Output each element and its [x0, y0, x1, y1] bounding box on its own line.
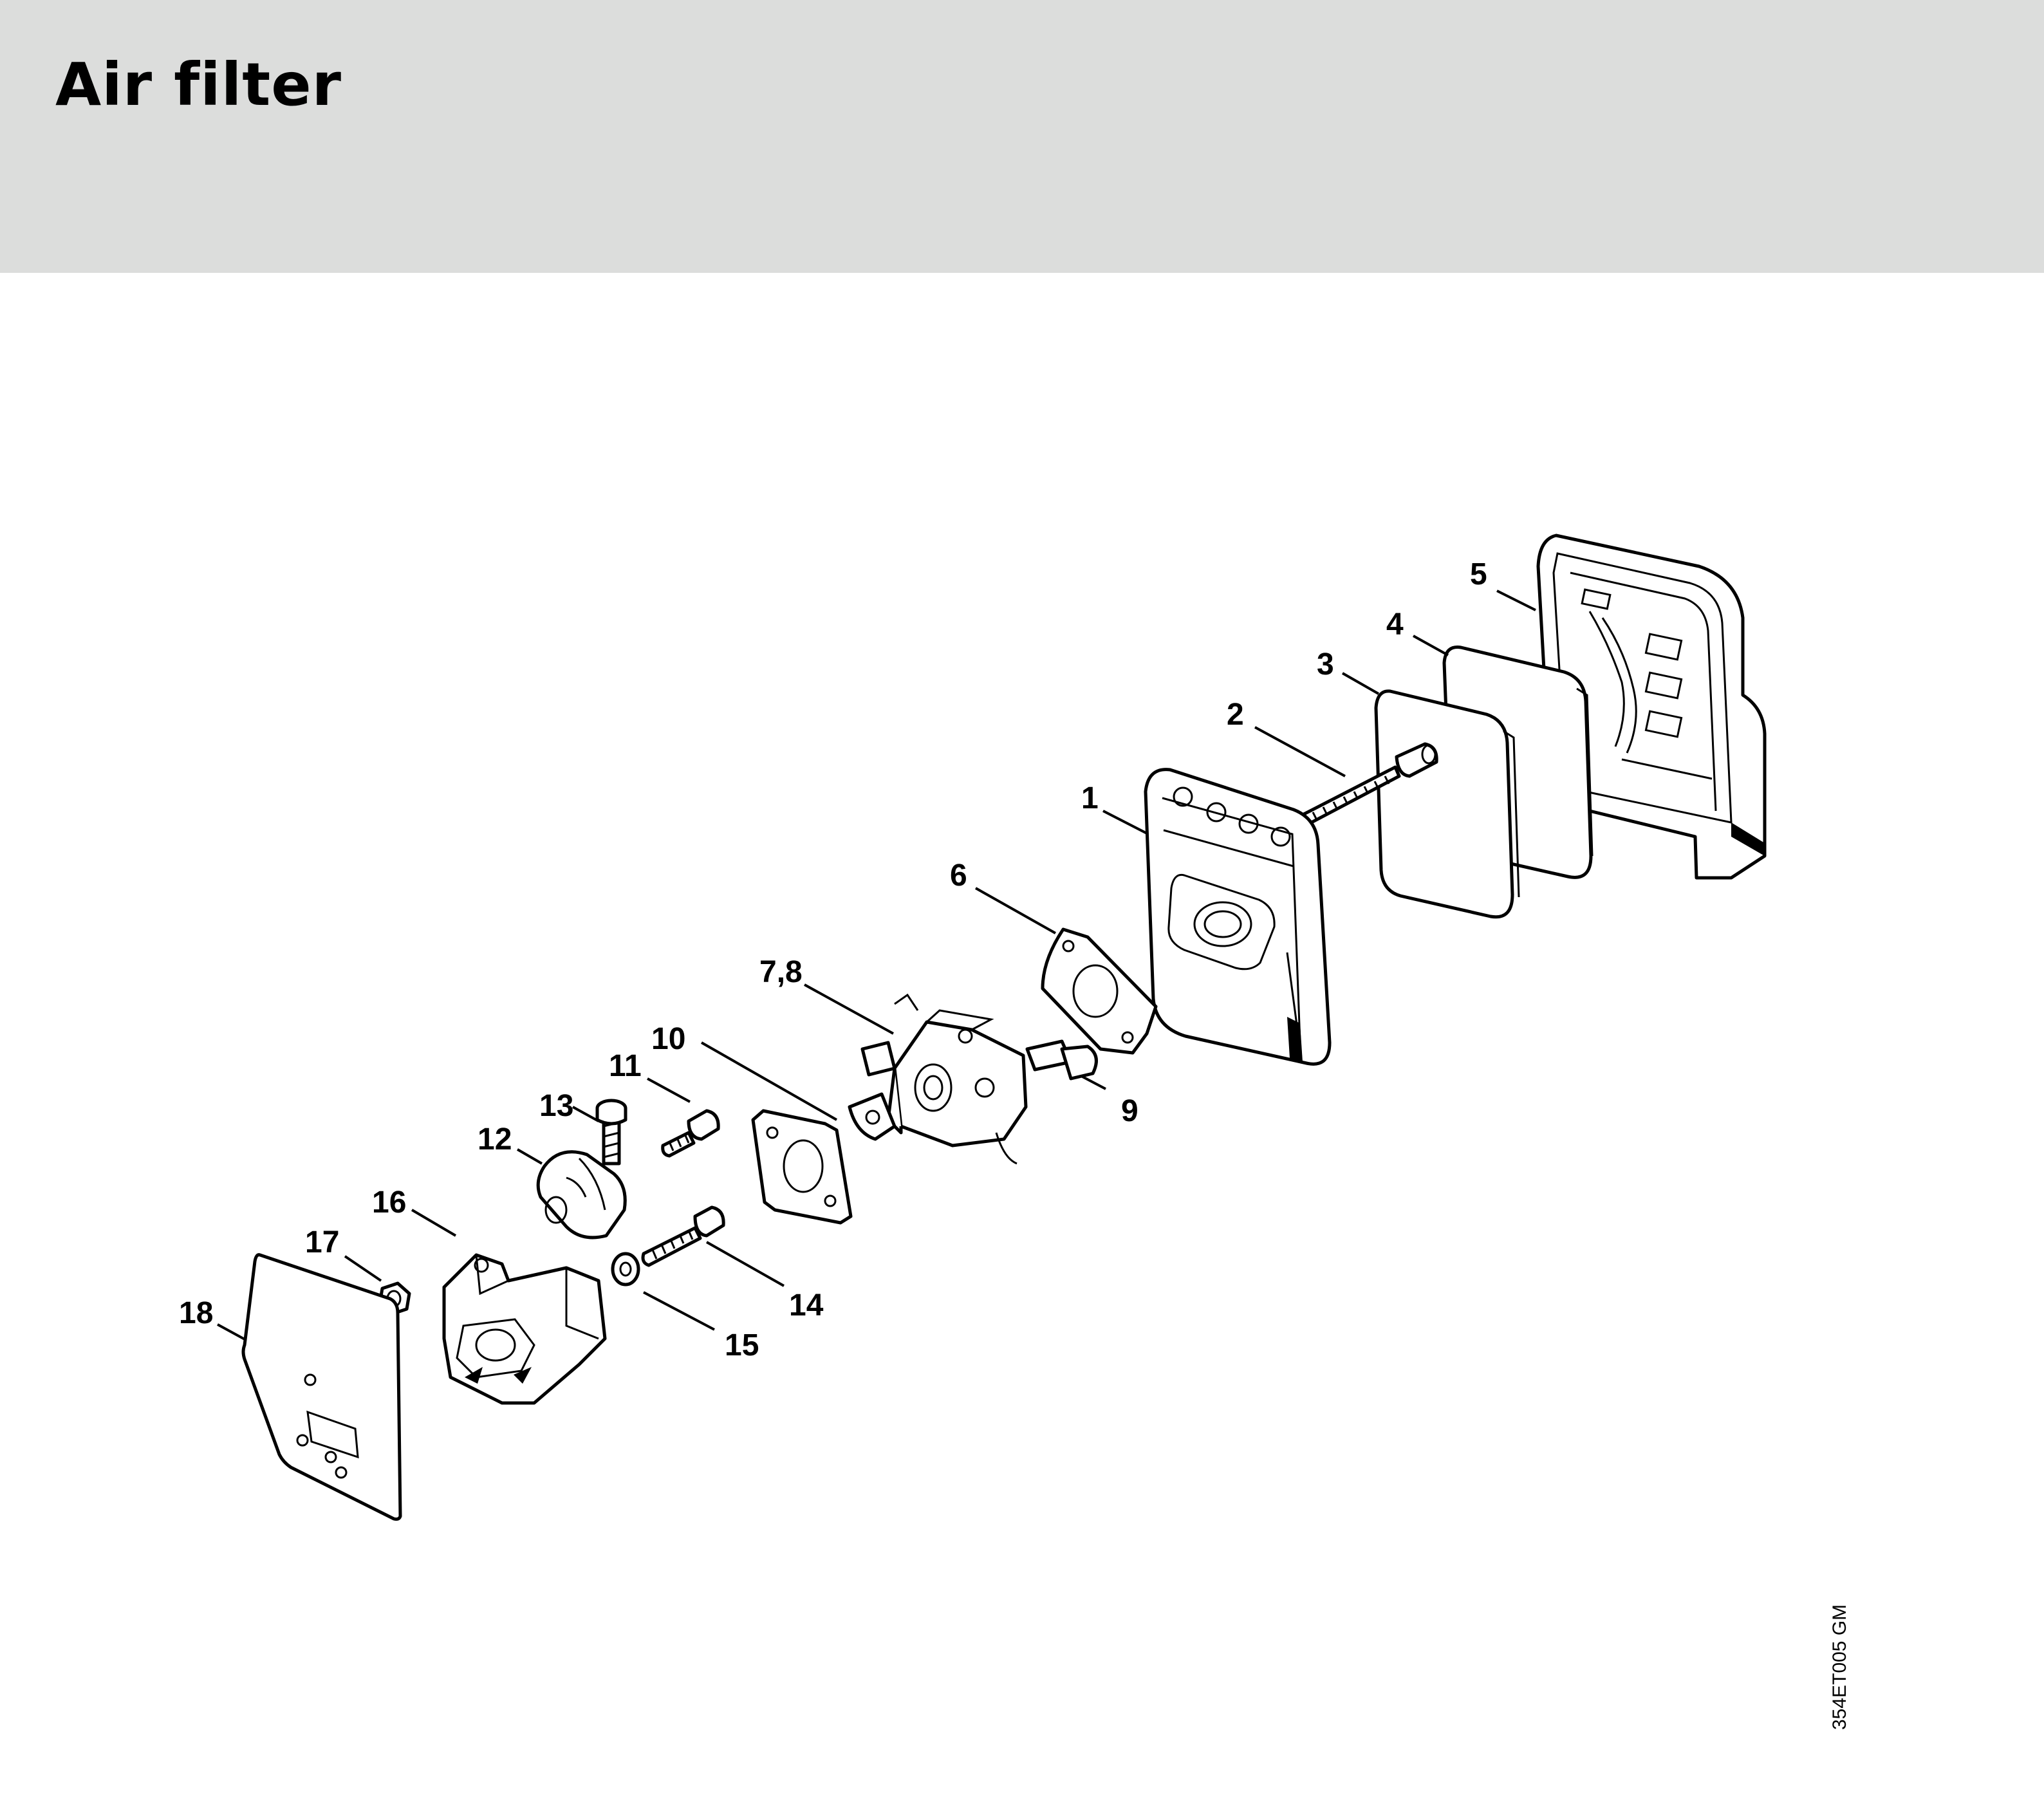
callout-18: 18 [179, 1296, 213, 1330]
callout-14: 14 [789, 1288, 824, 1323]
part-18-gasket-plate [241, 1253, 402, 1521]
callout-12: 12 [478, 1122, 512, 1156]
part-5-filter-cover [1536, 534, 1767, 880]
part-10-gasket [751, 1109, 853, 1225]
part-3-filter-plate [1374, 689, 1520, 919]
part-2-screw [1299, 742, 1438, 827]
part-6-gasket [1041, 927, 1158, 1055]
callout-2: 2 [1227, 698, 1244, 732]
header-bar: Air filter [0, 0, 2044, 273]
callout-10: 10 [651, 1022, 685, 1056]
callout-13: 13 [539, 1089, 573, 1123]
callout-4: 4 [1386, 608, 1404, 642]
part-7-8-carburetor [848, 993, 1098, 1165]
callout-17: 17 [305, 1225, 339, 1259]
callout-9: 9 [1121, 1094, 1138, 1128]
callout-5: 5 [1470, 557, 1487, 591]
part-15-washer [611, 1252, 640, 1286]
callout-3: 3 [1317, 647, 1334, 682]
page-title: Air filter [55, 50, 342, 119]
part-1-filter-base [1144, 768, 1332, 1066]
part-11-screw [661, 1109, 720, 1158]
part-13-screw [595, 1099, 627, 1166]
callout-15: 15 [725, 1328, 759, 1362]
callout-6: 6 [950, 859, 967, 893]
part-14-screw [641, 1205, 725, 1267]
callout-7-8: 7,8 [759, 955, 803, 989]
callout-16: 16 [372, 1185, 406, 1220]
drawing-code: 354ET005 GM [1829, 1604, 1850, 1730]
callout-1: 1 [1081, 781, 1099, 815]
callout-11: 11 [609, 1049, 642, 1083]
part-12-choke-housing [536, 1150, 627, 1240]
part-16-manifold [442, 1253, 607, 1405]
